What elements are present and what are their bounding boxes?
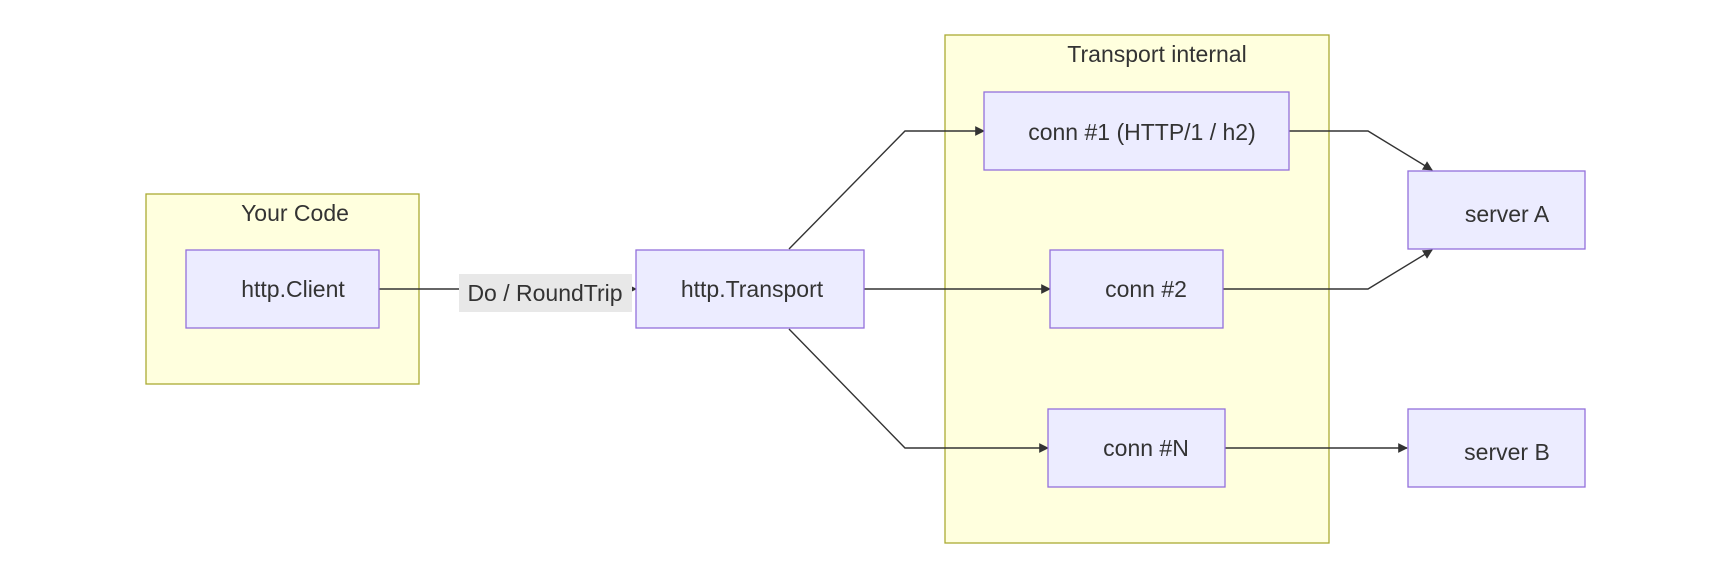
node-conn-n-label: conn #N <box>1103 435 1189 461</box>
node-http-client-label: http.Client <box>241 276 345 302</box>
edge-label-background <box>459 274 632 312</box>
edge-conn1-to-serverA <box>1289 130 1433 171</box>
cluster-your-code-label: Your Code <box>241 200 349 226</box>
node-http-client[interactable]: http.Client <box>185 249 380 329</box>
node-server-a-label: server A <box>1465 201 1550 227</box>
edge-label-do-roundtrip: Do / RoundTrip <box>459 274 632 312</box>
node-conn-n[interactable]: conn #N <box>1047 408 1226 488</box>
node-conn-1-label: conn #1 (HTTP/1 / h2) <box>1028 119 1256 145</box>
node-conn-1[interactable]: conn #1 (HTTP/1 / h2) <box>983 91 1290 171</box>
node-server-b[interactable]: server B <box>1407 408 1586 488</box>
edge-label-text: Do / RoundTrip <box>467 280 622 306</box>
cluster-transport-internal-label: Transport internal <box>1067 41 1246 67</box>
node-server-b-label: server B <box>1464 439 1550 465</box>
edge-transport-to-connN <box>788 328 1049 453</box>
node-conn-2-label: conn #2 <box>1105 276 1187 302</box>
node-server-a[interactable]: server A <box>1407 170 1586 250</box>
node-conn-2[interactable]: conn #2 <box>1049 249 1224 329</box>
edge-transport-to-conn1 <box>788 126 985 250</box>
node-http-transport-label: http.Transport <box>681 276 824 302</box>
node-http-transport[interactable]: http.Transport <box>635 249 865 329</box>
edge-conn2-to-serverA <box>1223 249 1433 290</box>
